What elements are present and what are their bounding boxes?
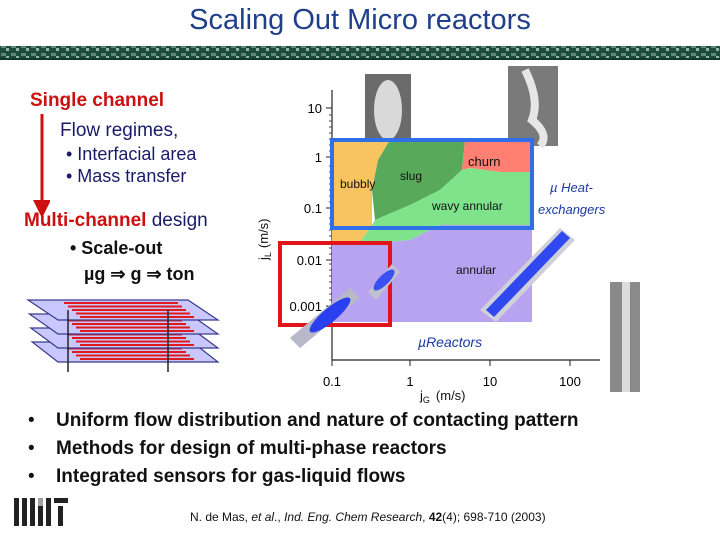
chip-layer bbox=[26, 299, 220, 321]
region-churn bbox=[462, 140, 532, 172]
bullet-glyph: • bbox=[28, 466, 35, 487]
heat-exchanger-box bbox=[330, 138, 534, 230]
multi-channel-heading: Multi-channel design bbox=[24, 210, 208, 232]
flow-regime-map: 10 1 0.1 0.01 0.001 0.1 1 10 100 bubbly slug ch… bbox=[256, 66, 640, 405]
x-tick-label: 10 bbox=[483, 374, 497, 389]
x-tick-label: 0.1 bbox=[323, 374, 341, 389]
bottom-bullet-list: • Uniform flow distribution and nature of… bbox=[28, 410, 578, 494]
scale-chain: µg ⇒ g ⇒ ton bbox=[84, 264, 195, 284]
design-label: design bbox=[151, 210, 208, 231]
region-bubbly bbox=[332, 140, 390, 245]
microchannel-image-3 bbox=[480, 228, 575, 322]
bullet-item-3: • Integrated sensors for gas-liquid flows bbox=[28, 466, 578, 494]
bullet-item-1: • Uniform flow distribution and nature of… bbox=[28, 410, 578, 438]
y-axis-title: jL(m/s) bbox=[256, 218, 273, 261]
heat-exchangers-label-1: µ Heat- bbox=[550, 180, 594, 195]
label-churn: churn bbox=[468, 154, 501, 169]
micro-reactors-label: µReactors bbox=[418, 334, 482, 350]
y-tick-label: 0.1 bbox=[304, 201, 322, 216]
multichannel-chip-stack bbox=[26, 299, 220, 372]
microchannel-image-1 bbox=[290, 288, 360, 348]
label-annular: annular bbox=[456, 263, 496, 277]
y-tick-label: 1 bbox=[315, 150, 322, 165]
x-axis-title: jG(m/s) bbox=[419, 388, 466, 405]
bullet-text-1: Uniform flow distribution and nature of … bbox=[56, 410, 579, 431]
sub-bullet-mass-transfer: • Mass transfer bbox=[66, 166, 187, 186]
mit-logo bbox=[14, 498, 68, 526]
bullet-text-2: Methods for design of multi-phase reacto… bbox=[56, 438, 447, 459]
x-tick-label: 1 bbox=[406, 374, 413, 389]
bullet-glyph: • bbox=[28, 438, 35, 459]
y-tick-label: 0.001 bbox=[289, 299, 322, 314]
scale-out-label: • Scale-out bbox=[70, 238, 163, 258]
slide-title: Scaling Out Micro reactors bbox=[189, 4, 531, 36]
bullet-glyph: • bbox=[28, 410, 35, 431]
multi-channel-label: Multi-channel bbox=[24, 210, 147, 231]
header-band bbox=[0, 46, 720, 60]
microchannel-image-2 bbox=[368, 264, 400, 300]
label-bubbly: bubbly bbox=[340, 177, 375, 191]
scale-arrow bbox=[33, 114, 50, 218]
region-annular bbox=[332, 225, 532, 322]
micro-reactor-box bbox=[278, 241, 392, 327]
citation: N. de Mas, et al., Ind. Eng. Chem Resear… bbox=[190, 510, 546, 524]
bullet-item-2: • Methods for design of multi-phase react… bbox=[28, 438, 578, 466]
heat-exchangers-label-2: exchangers bbox=[538, 202, 606, 217]
label-wavy-annular: wavy annular bbox=[431, 199, 503, 213]
label-slug: slug bbox=[400, 169, 422, 183]
bullet-text-3: Integrated sensors for gas-liquid flows bbox=[56, 466, 406, 487]
region-slug bbox=[372, 140, 465, 220]
sub-bullet-interfacial: • Interfacial area bbox=[66, 144, 197, 164]
flow-regimes-label: Flow regimes, bbox=[60, 120, 179, 141]
region-wavy-annular bbox=[358, 168, 532, 245]
y-tick-label: 0.01 bbox=[297, 253, 322, 268]
y-tick-label: 10 bbox=[308, 101, 322, 116]
svg-text:jL(m/s): jL(m/s) bbox=[256, 218, 273, 261]
single-channel-label: Single channel bbox=[30, 90, 165, 111]
x-tick-label: 100 bbox=[559, 374, 581, 389]
